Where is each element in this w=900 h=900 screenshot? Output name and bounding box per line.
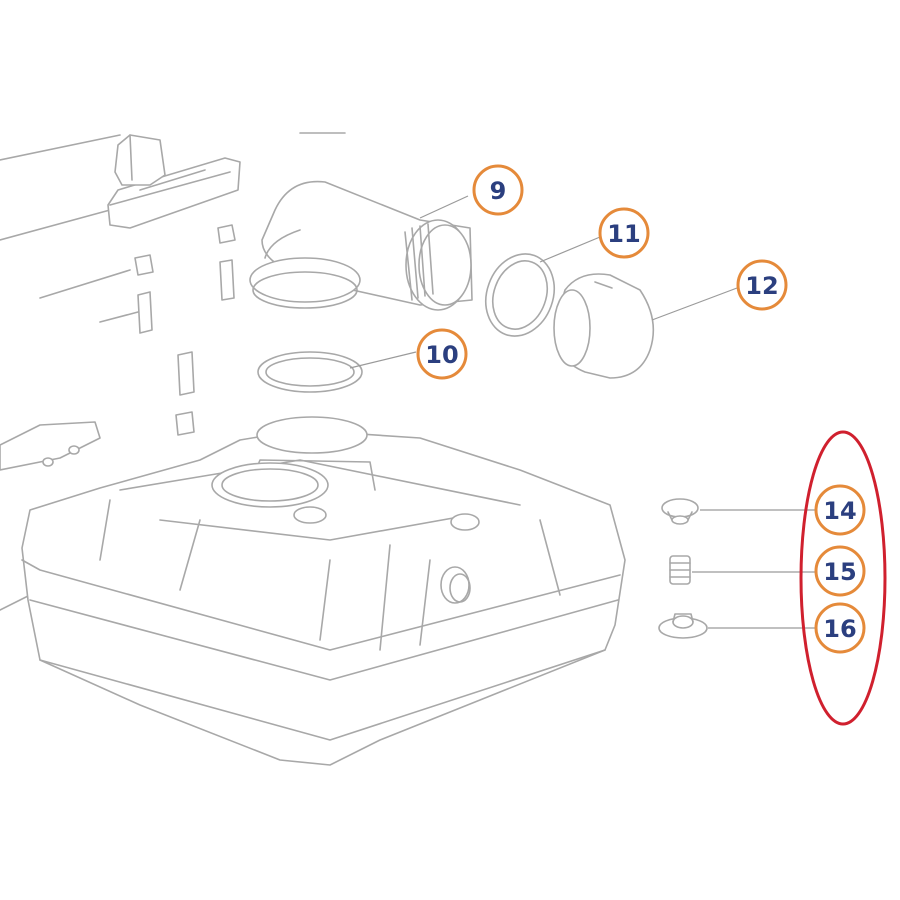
leader-lines: [349, 195, 815, 629]
cap-part: [554, 274, 653, 378]
tank-body: [22, 430, 625, 765]
callout-16: 16: [814, 602, 866, 654]
elbow-pipe: [250, 182, 472, 310]
bracket-part: [108, 135, 240, 228]
screw-part: [40, 225, 235, 435]
callout-11: 11: [598, 207, 650, 259]
callout-12: 12: [736, 259, 788, 311]
callout-ring: [736, 259, 788, 311]
washer-part: [659, 614, 707, 638]
callout-ring: [416, 328, 468, 380]
callout-ring: [814, 602, 866, 654]
callout-label: 10: [425, 341, 458, 369]
callout-label: 9: [490, 177, 507, 205]
side-clip: [0, 422, 100, 610]
seal-ring-10: [258, 352, 362, 392]
callout-label: 12: [745, 272, 778, 300]
callout-14: 14: [814, 484, 866, 536]
highlight-ellipse: [799, 430, 887, 726]
callout-ring: [814, 545, 866, 597]
frame-edge: [0, 133, 345, 240]
callout-ring: [472, 164, 524, 216]
callout-label: 15: [823, 558, 856, 586]
spring-part: [670, 556, 690, 584]
callout-ring: [598, 207, 650, 259]
callout-label: 14: [823, 497, 856, 525]
callout-9: 9: [472, 164, 524, 216]
seal-ring-11: [475, 244, 566, 346]
callout-10: 10: [416, 328, 468, 380]
callout-label: 11: [607, 220, 640, 248]
knob-part: [662, 499, 698, 524]
callout-label: 16: [823, 615, 856, 643]
tank-opening: [212, 417, 479, 603]
callout-15: 15: [814, 545, 866, 597]
callout-ring: [814, 484, 866, 536]
